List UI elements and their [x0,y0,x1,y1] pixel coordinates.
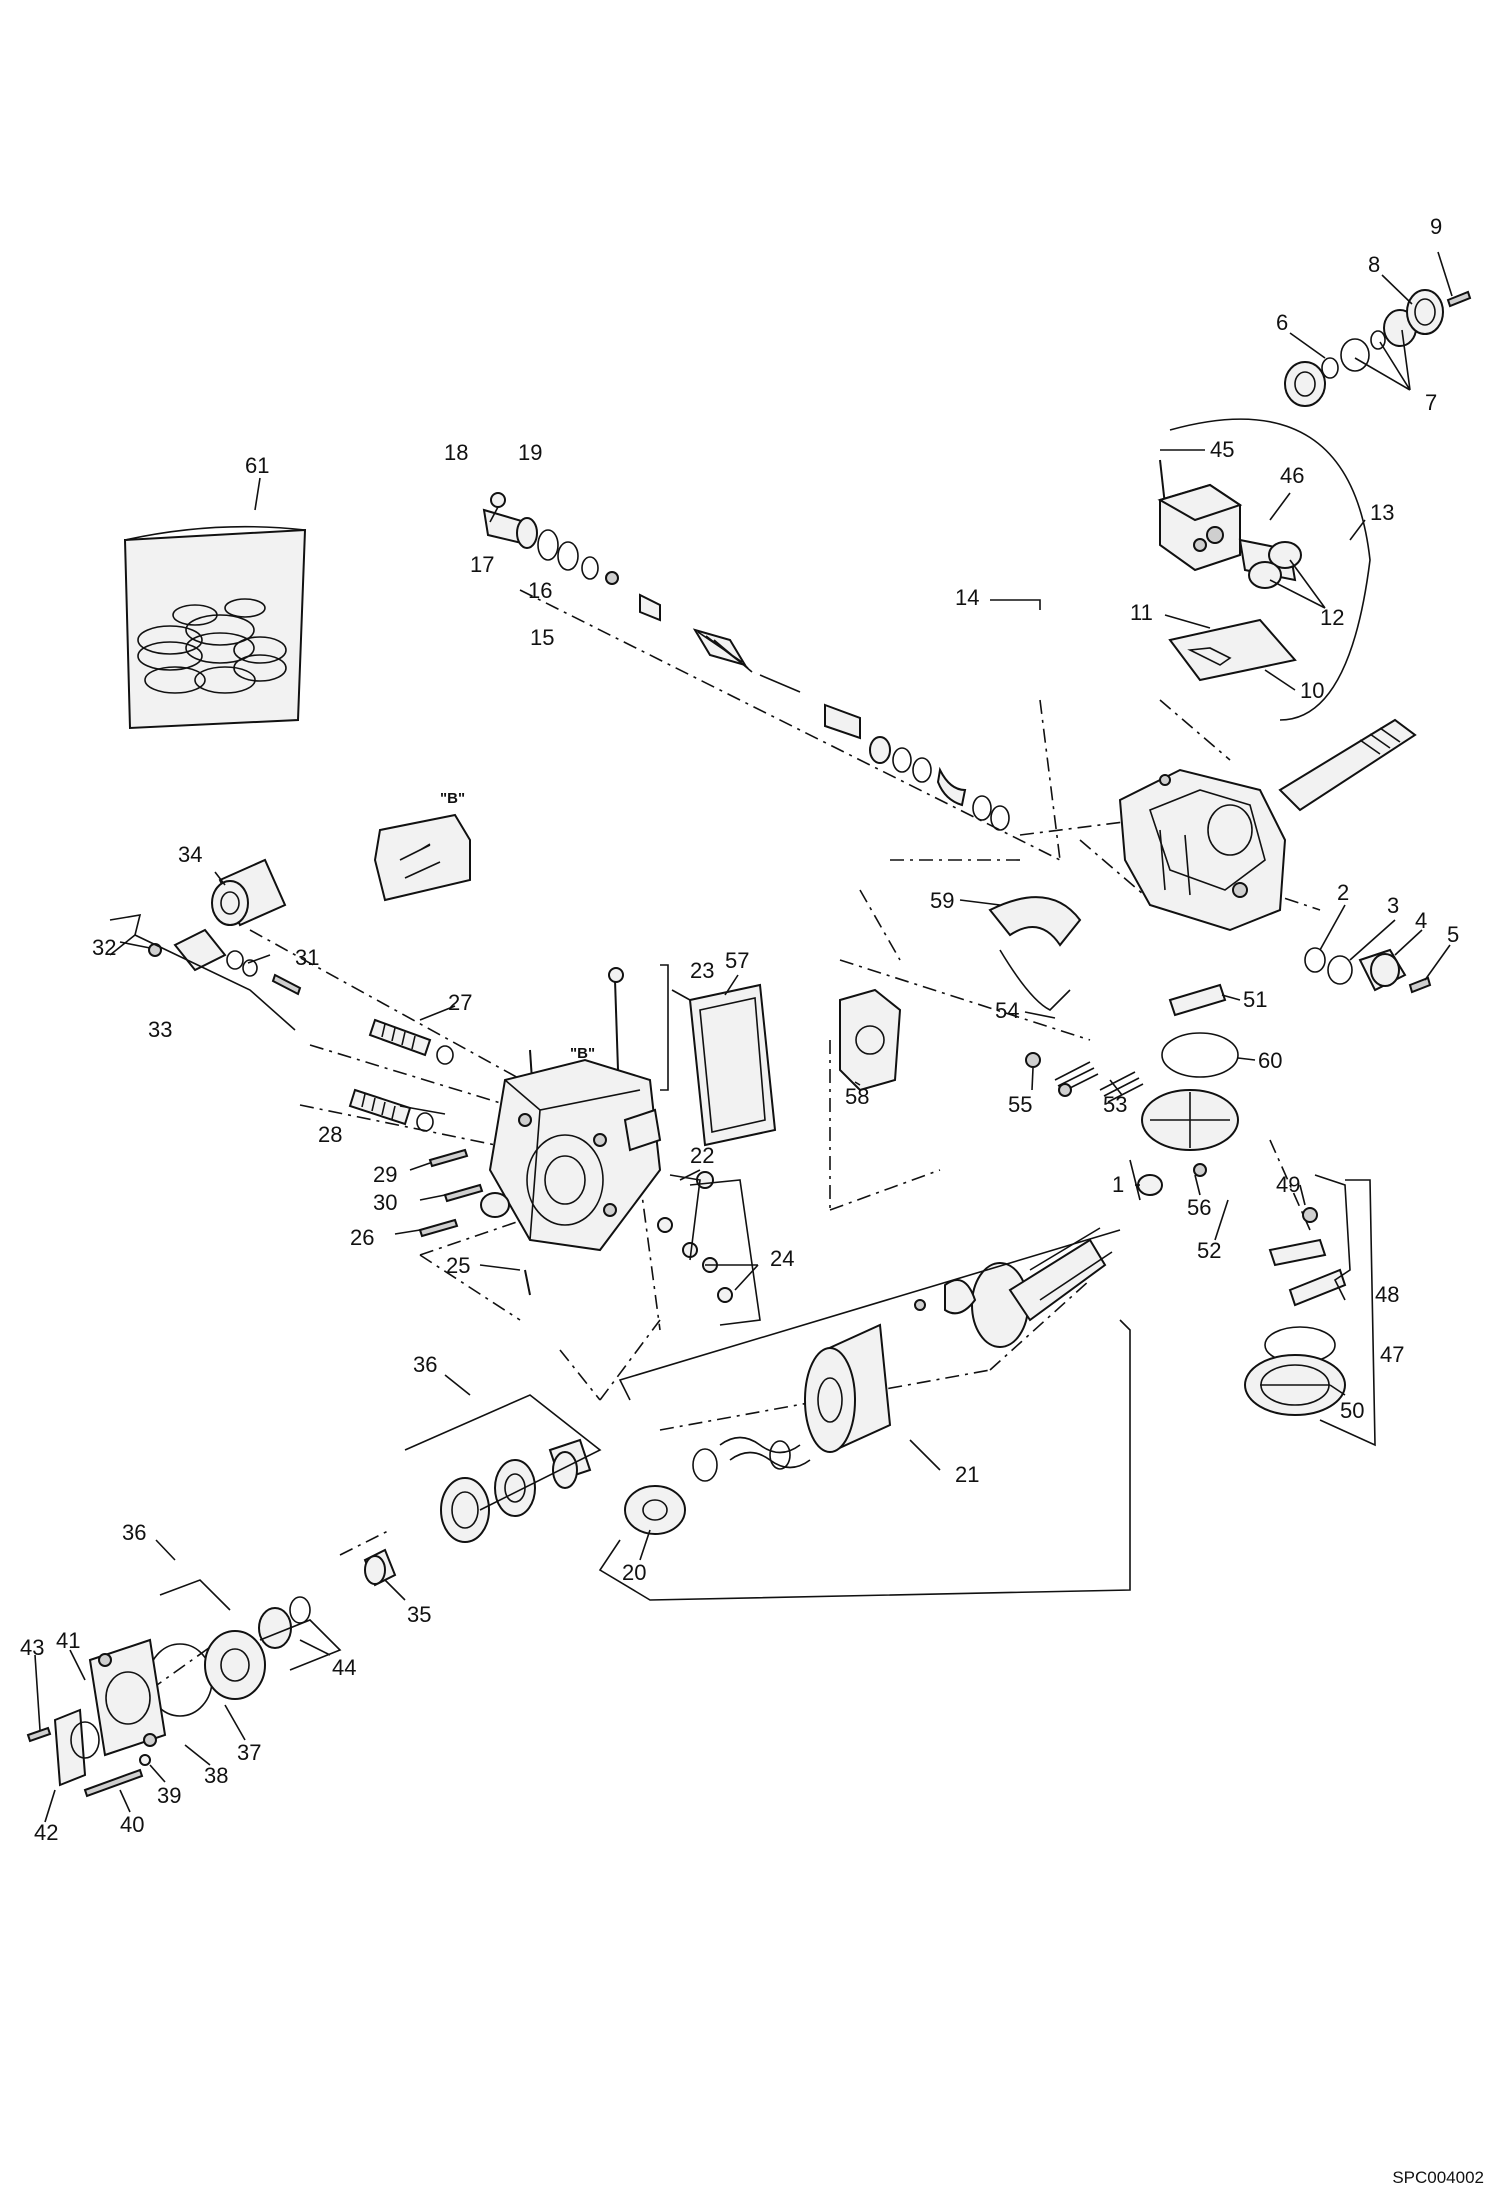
callout-26: 26 [350,1225,374,1250]
callout-39: 39 [157,1783,181,1808]
callout-37: 37 [237,1740,261,1765]
callout-51: 51 [1243,987,1267,1012]
callout-32: 32 [92,935,116,960]
grouping-brackets [109,914,1376,1671]
callout-55: 55 [1008,1092,1032,1117]
view-b-label-top: "B" [440,790,465,807]
filter-group [148,858,302,996]
callout-38: 38 [204,1763,228,1788]
view-b-label-block: "B" [570,1045,595,1062]
callout-22: 22 [690,1143,714,1168]
callout-18: 18 [444,440,468,465]
callout-2: 2 [1337,880,1349,905]
callout-5: 5 [1447,922,1459,947]
bearing-group [363,1438,592,1587]
callout-20: 20 [622,1560,646,1585]
callout-16: 16 [528,578,552,603]
callout-25: 25 [446,1253,470,1278]
callout-48: 48 [1375,1282,1399,1307]
callout-52: 52 [1197,1238,1221,1263]
callout-54: 54 [995,998,1019,1023]
callout-60: 60 [1258,1048,1282,1073]
callout-27: 27 [448,990,472,1015]
callout-46: 46 [1280,463,1304,488]
drawing-id-label: SPC004002 [1392,2168,1484,2187]
callout-8: 8 [1368,252,1380,277]
callout-30: 30 [373,1190,397,1215]
callout-58: 58 [845,1084,869,1109]
callout-42: 42 [34,1820,58,1845]
callout-53: 53 [1103,1092,1127,1117]
callout-4: 4 [1415,908,1427,933]
callout-40: 40 [120,1812,144,1837]
callout-50: 50 [1340,1398,1364,1423]
callout-33: 33 [148,1017,172,1042]
callout-28: 28 [318,1122,342,1147]
rotating-group [624,1227,1113,1535]
callout-57: 57 [725,948,749,973]
callout-11: 11 [1130,600,1153,625]
right-cover-group [1304,947,1432,994]
main-pump-housing [1118,718,1417,932]
seal-kit-bag [123,525,307,730]
end-cover-group [26,1596,311,1798]
callout-14: 14 [955,585,979,610]
callout-34: 34 [178,842,202,867]
callout-49: 49 [1276,1172,1300,1197]
valve-block-group [348,967,733,1303]
view-b-detail [373,813,471,902]
callout-36-end: 36 [122,1520,146,1545]
callout-labels: 1 2 3 4 5 6 7 8 9 10 11 12 13 14 15 16 1… [20,214,1459,1845]
callout-3: 3 [1387,893,1399,918]
callout-59: 59 [930,888,954,913]
callout-21: 21 [955,1462,979,1487]
callout-13: 13 [1370,500,1394,525]
callout-44: 44 [332,1655,356,1680]
callout-1: 1 [1112,1172,1124,1197]
callout-7: 7 [1425,390,1437,415]
callout-41: 41 [56,1628,80,1653]
callout-56: 56 [1187,1195,1211,1220]
callout-36-bearing: 36 [413,1352,437,1377]
callout-12: 12 [1320,605,1344,630]
shaft-seal-group [1284,289,1472,407]
callout-24: 24 [770,1246,794,1271]
callout-23: 23 [690,958,714,983]
callout-9: 9 [1430,214,1442,239]
callout-45: 45 [1210,437,1234,462]
callout-15: 15 [530,625,554,650]
callout-10: 10 [1300,678,1324,703]
callout-35: 35 [407,1602,431,1627]
callout-19: 19 [518,440,542,465]
swashplate-group [688,896,1239,1196]
callout-17: 17 [470,552,494,577]
callout-43: 43 [20,1635,44,1660]
control-spool-assembly [482,492,1010,831]
callout-6: 6 [1276,310,1288,335]
callout-31: 31 [295,945,319,970]
callout-47: 47 [1380,1342,1404,1367]
callout-29: 29 [373,1162,397,1187]
callout-61: 61 [245,453,269,478]
leader-lines [34,251,1453,1823]
solenoid-valve-assembly [1157,418,1371,721]
control-flange-group [1244,1207,1347,1416]
